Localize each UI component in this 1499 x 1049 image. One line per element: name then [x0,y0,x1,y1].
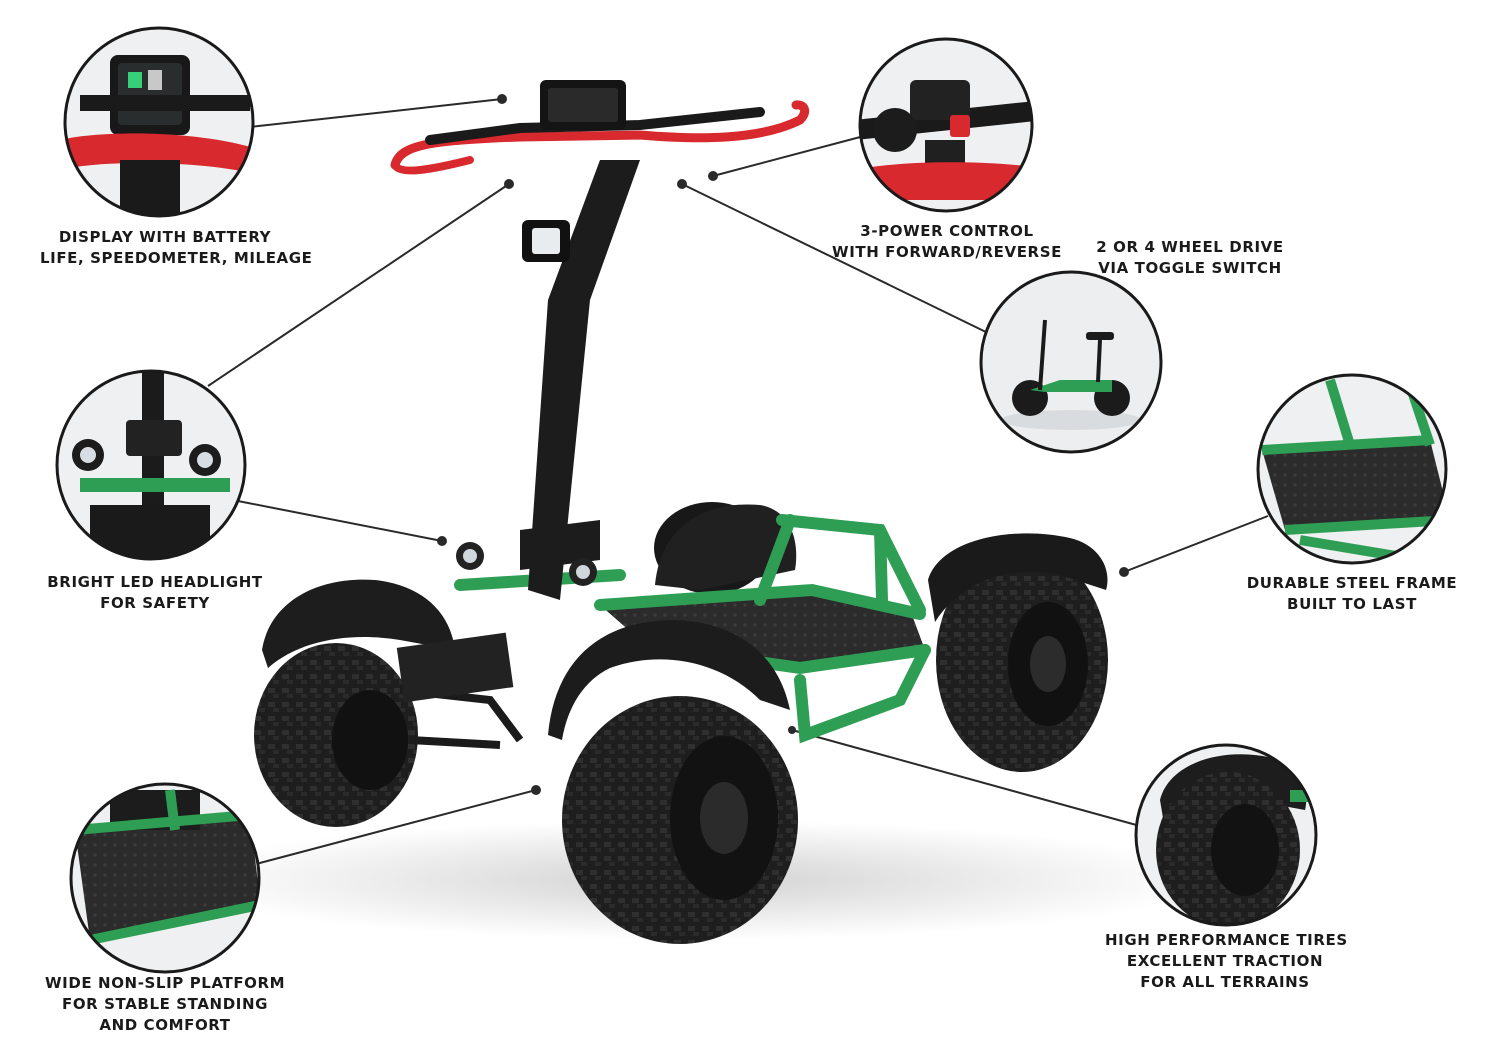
feature-line: DURABLE STEEL FRAME [1246,574,1458,592]
feature-label-drive: 2 OR 4 WHEEL DRIVE VIA TOGGLE SWITCH [1090,237,1290,279]
leader-dot-platform [531,785,541,795]
feature-line: EXCELLENT TRACTION [1126,952,1324,970]
rear-right-wheel [936,548,1108,772]
leader-dot-power [708,171,718,181]
leader-dot-display [497,94,507,104]
feature-line: HIGH PERFORMANCE TIRES [1105,931,1348,949]
leader-line-display [249,98,503,128]
leader-dot-drive [677,179,687,189]
feature-line: WIDE NON-SLIP PLATFORM [45,974,286,992]
feature-label-frame: DURABLE STEEL FRAME BUILT TO LAST [1242,573,1462,615]
leader-line-tires [791,729,1141,827]
headlight-closeup-icon [55,369,247,561]
feature-line: BRIGHT LED HEADLIGHT [47,573,263,591]
leader-line-drive [681,183,991,335]
deck-platform [600,590,925,668]
leader-dots [437,94,1129,795]
feature-label-tires: HIGH PERFORMANCE TIRES EXCELLENT TRACTIO… [1105,930,1348,993]
leader-line-frame [1123,515,1269,573]
feature-label-platform: WIDE NON-SLIP PLATFORM FOR STABLE STANDI… [45,973,285,1036]
feature-line: WITH FORWARD/REVERSE [832,243,1062,261]
leader-line-power [712,135,865,177]
leader-line-headlight-upper [207,183,510,387]
front-right-wheel [562,696,798,944]
front-left-wheel [254,643,418,827]
leader-line-headlight [237,500,443,542]
handlebar [390,100,810,170]
feature-line: FOR ALL TERRAINS [1140,973,1310,991]
leader-dot-frame [1119,567,1129,577]
feature-line: FOR STABLE STANDING [61,995,269,1013]
feature-line: 3-POWER CONTROL [860,222,1034,240]
platform-closeup-icon [69,782,261,974]
leader-dot-headlight-upper [504,179,514,189]
tire-closeup-icon [1134,743,1318,927]
leader-dot-tires [788,726,796,734]
vehicle-illustration [170,80,1210,944]
two-wheel-mode-icon [979,270,1163,454]
steel-frame-closeup-icon [1256,373,1448,565]
feature-label-display: DISPLAY WITH BATTERY LIFE, SPEEDOMETER, … [40,227,313,269]
feature-line: LIFE, SPEEDOMETER, MILEAGE [40,249,313,267]
feature-line: BUILT TO LAST [1287,595,1417,613]
front-headlights [456,542,597,586]
feature-line: VIA TOGGLE SWITCH [1098,259,1282,277]
feature-label-power: 3-POWER CONTROL WITH FORWARD/REVERSE [832,221,1062,263]
feature-label-headlight: BRIGHT LED HEADLIGHT FOR SAFETY [40,572,270,614]
feature-line: DISPLAY WITH BATTERY [58,228,272,246]
feature-line: 2 OR 4 WHEEL DRIVE [1096,238,1284,256]
feature-line: AND COMFORT [99,1016,231,1034]
feature-line: FOR SAFETY [100,594,210,612]
throttle-control-closeup-icon [858,37,1034,213]
display-closeup-icon [63,26,255,218]
leader-dot-headlight [437,536,447,546]
